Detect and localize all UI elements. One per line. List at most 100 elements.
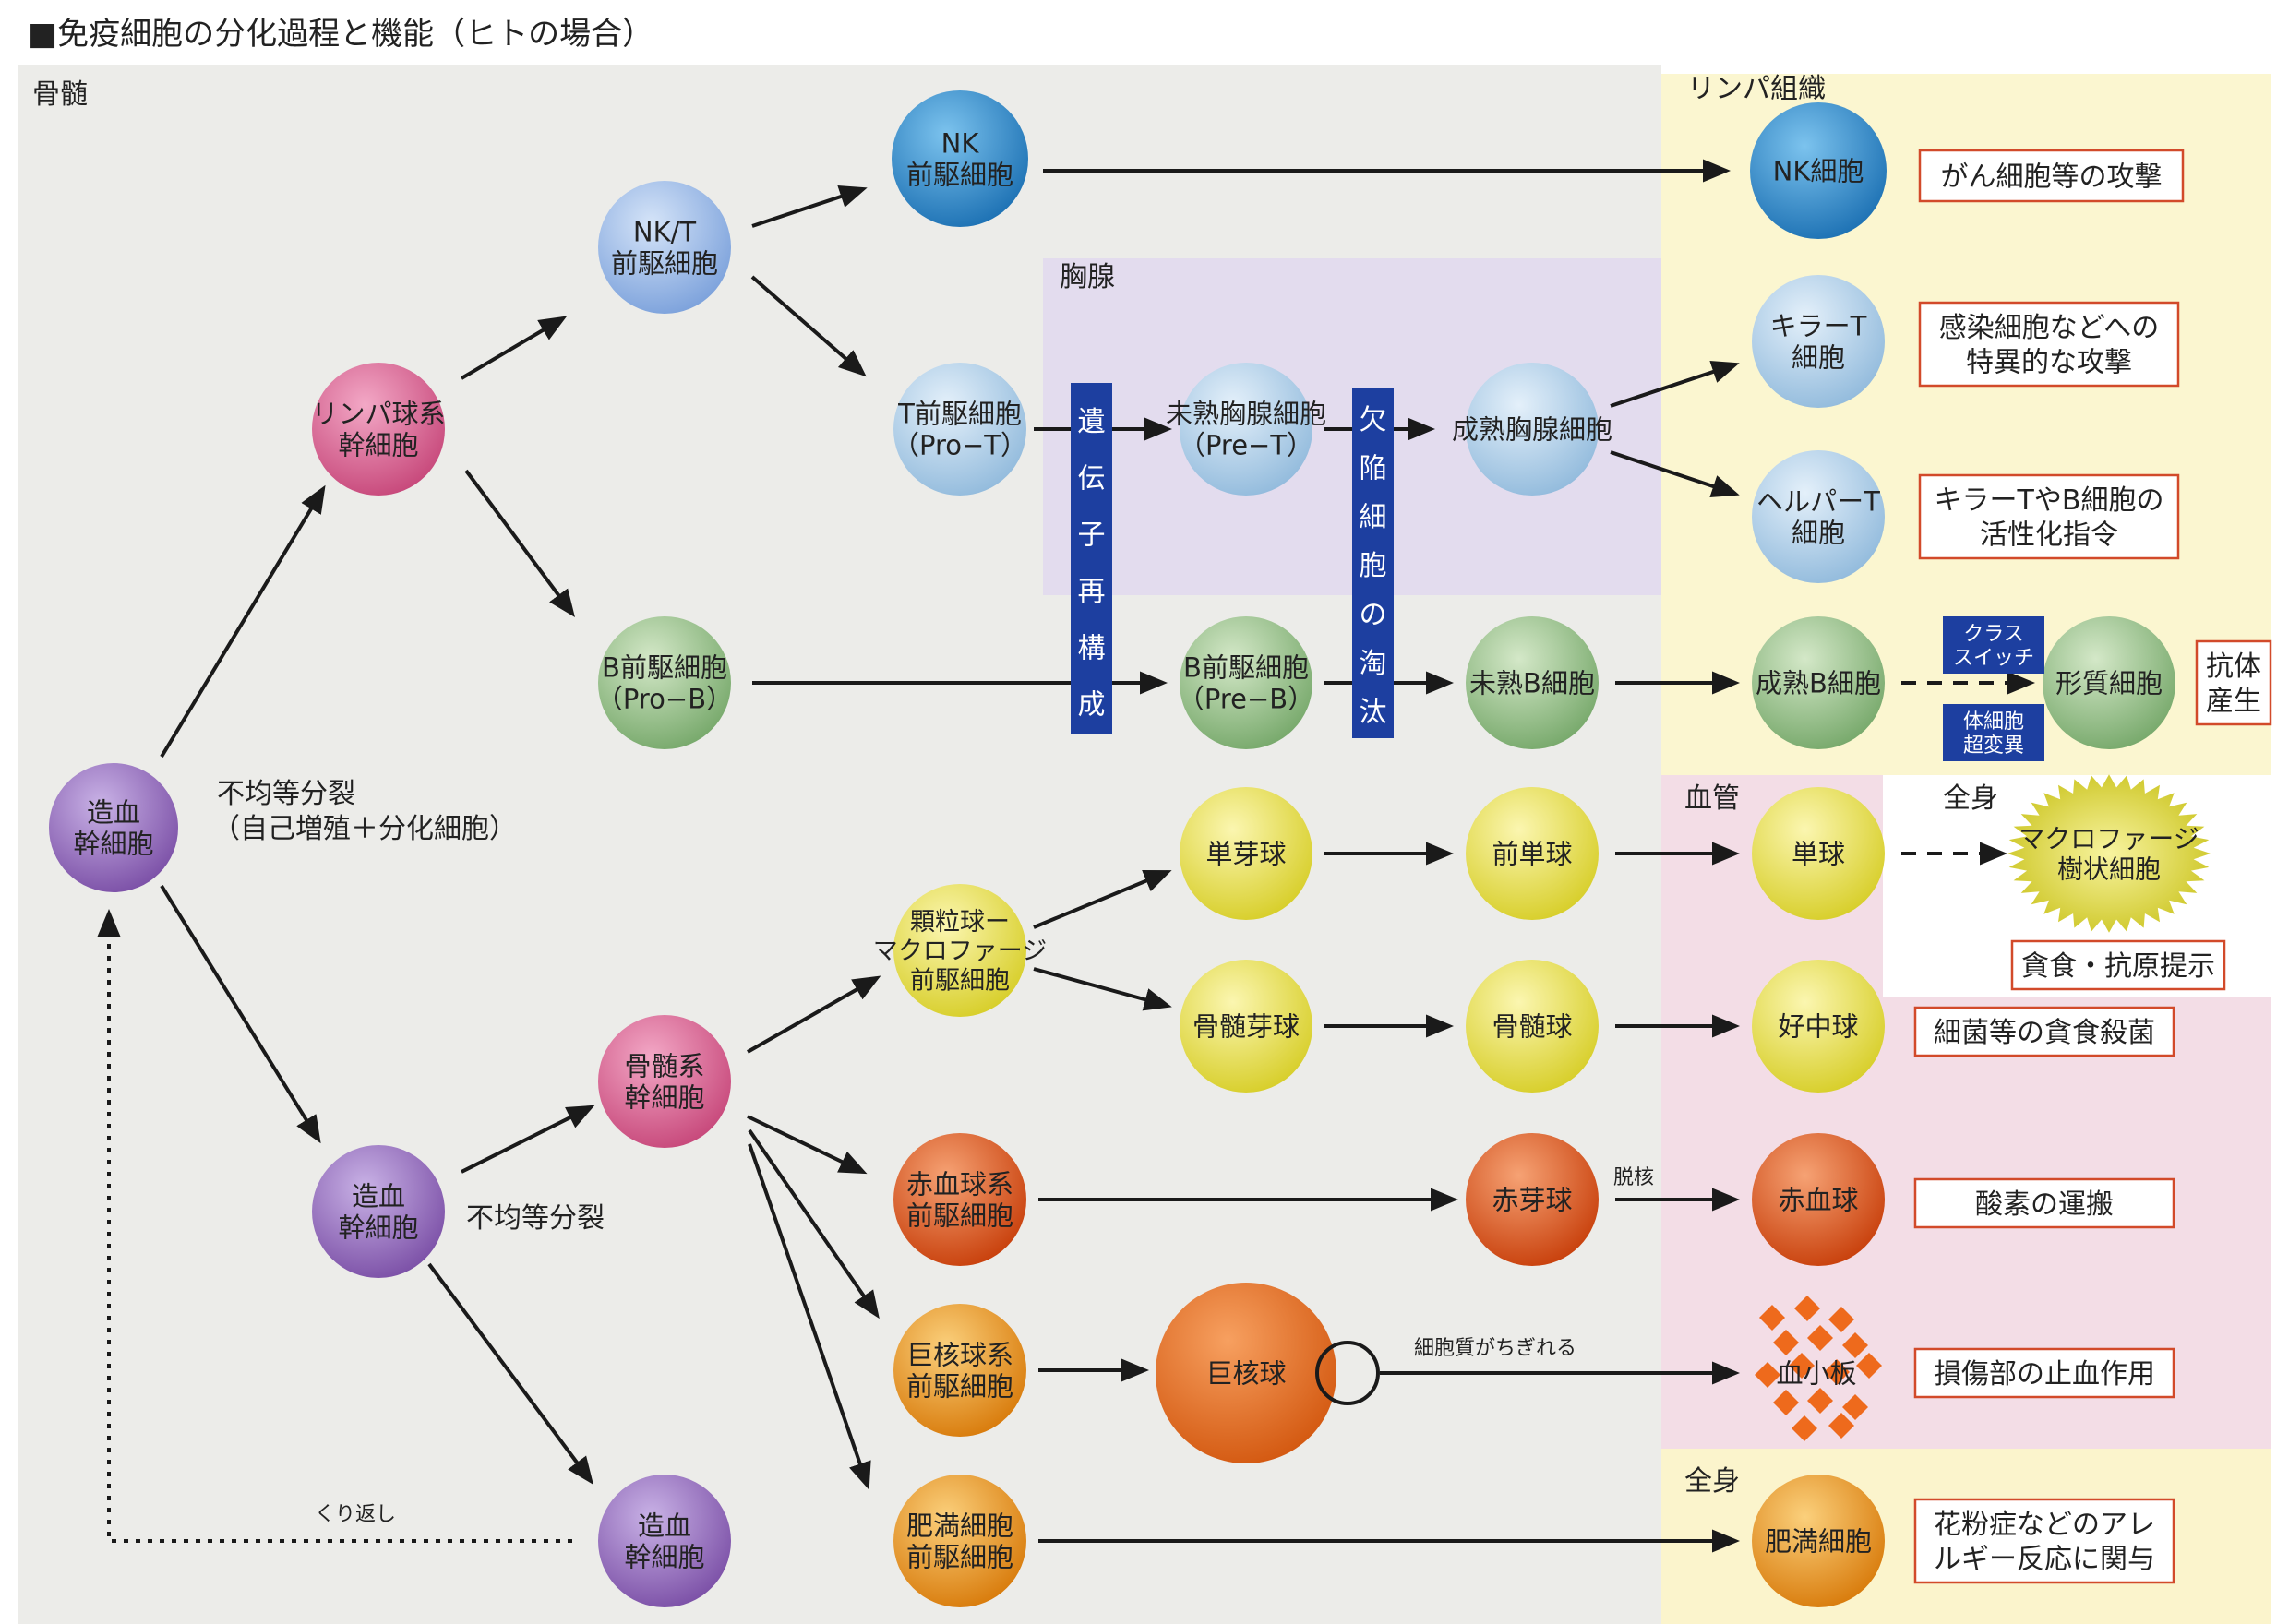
arrow-gm-to-myeloblast	[1033, 967, 1172, 1011]
label-unequal-division: 不均等分裂	[217, 778, 355, 810]
function-mast-text: 花粉症などのアレルギー反応に関与	[1934, 1509, 2155, 1576]
cell-label-hsc3: 造血幹細胞	[624, 1510, 704, 1572]
defective-cell-elimination-bar-char: 欠	[1360, 404, 1387, 436]
defective-cell-elimination-bar-char: 淘	[1360, 648, 1387, 680]
cell-megakaryocyte	[1156, 1283, 1336, 1463]
cell-promonocyte	[1466, 787, 1599, 920]
label-self-renewal: （自己増殖＋分化細胞）	[212, 813, 517, 845]
function-phagocytosis-text: 貪食・抗原提示	[2021, 950, 2215, 983]
gene-rearrangement-bar-char: 構	[1078, 632, 1106, 664]
label-enucleation: 脱核	[1613, 1166, 1654, 1189]
arrow-hsc2-to-myeloid	[461, 1105, 595, 1174]
label-cytoplasm-tears: 細胞質がちぎれる	[1414, 1337, 1576, 1360]
cell-label-b-pre2: B前駆細胞（Pre−B）	[1178, 651, 1314, 714]
cell-label-immature-b: 未熟B細胞	[1469, 667, 1595, 699]
gene-rearrangement-bar-char: 再	[1078, 576, 1106, 608]
cell-label-mature-b: 成熟B細胞	[1756, 667, 1881, 699]
connection-layer	[97, 159, 2035, 1553]
cell-label-mast-pre: 肥満細胞前駆細胞	[906, 1510, 1013, 1572]
cell-label-rbc: 赤血球	[1778, 1184, 1858, 1215]
cell-monocyte	[1752, 787, 1885, 920]
region-label-lymph-tissue: リンパ組織	[1687, 73, 1826, 105]
cell-label-mk-pre: 巨核球系前駆細胞	[906, 1339, 1013, 1402]
cell-ery-pre	[893, 1133, 1026, 1266]
cell-macrophage	[2007, 774, 2211, 933]
function-platelet-text: 損傷部の止血作用	[1934, 1358, 2155, 1391]
cytoplasm-fragment-circle	[1315, 1341, 1380, 1405]
cell-label-megakaryocyte: 巨核球	[1205, 1357, 1286, 1389]
label-layer: 遺伝子再構成欠陥細胞の淘汰クラススイッチ体細胞超変異がん細胞等の攻撃感染細胞など…	[28, 16, 2272, 1584]
cell-label-hsc2: 造血幹細胞	[338, 1180, 418, 1243]
cell-label-myelocyte: 骨髄球	[1492, 1010, 1572, 1042]
region-label-thymus: 胸腺	[1060, 261, 1115, 293]
cell-label-nk-cell: NK細胞	[1773, 155, 1864, 186]
cell-nk-cell	[1750, 102, 1887, 239]
somatic-hypermutation-box	[1943, 704, 2044, 761]
label-unequal-division-2: 不均等分裂	[466, 1202, 605, 1235]
cell-mk-pre	[893, 1304, 1026, 1437]
function-antibody	[2195, 639, 2272, 726]
cell-neutrophil	[1752, 960, 1885, 1093]
cell-rbc	[1752, 1133, 1885, 1266]
cell-label-b-pre1: B前駆細胞（Pro−B）	[596, 651, 733, 714]
cell-label-mature-thymo: 成熟胸腺細胞	[1452, 413, 1612, 445]
somatic-hypermutation-box-text: 体細胞超変異	[1963, 710, 2024, 758]
arrow-nkt-to-nk	[751, 185, 868, 228]
arrow-myeloid-to-ery	[747, 1115, 868, 1175]
cell-mature-b	[1752, 616, 1885, 749]
function-killer	[1918, 301, 2180, 388]
function-killer-text: 感染細胞などへの特異的な攻撃	[1939, 312, 2160, 379]
cell-immature-thymo	[1180, 363, 1312, 496]
cell-myelocyte	[1466, 960, 1599, 1093]
function-helper-text: キラーTやB細胞の活性化指令	[1935, 484, 2164, 552]
function-nk	[1918, 149, 2185, 203]
region-label-blood-vessel: 血管	[1684, 782, 1740, 815]
cell-label-macrophage: マクロファージ樹状細胞	[2019, 824, 2199, 885]
cell-lymph-stem	[312, 363, 445, 496]
function-nk-text: がん細胞等の攻撃	[1941, 161, 2163, 193]
function-helper	[1918, 473, 2180, 560]
defective-cell-elimination-bar-char: 汰	[1360, 697, 1387, 729]
cell-myeloid-stem	[598, 1015, 731, 1148]
cell-myeloblast	[1180, 960, 1312, 1093]
defective-cell-elimination-bar-char: 細	[1360, 501, 1387, 533]
cell-mast-pre	[893, 1475, 1026, 1607]
cell-erythroblast	[1466, 1133, 1599, 1266]
page-title: ■免疫細胞の分化過程と機能（ヒトの場合）	[28, 16, 653, 53]
region-label-bone-marrow: 骨髄	[32, 78, 88, 111]
cell-monoblast	[1180, 787, 1312, 920]
arrow-mature-to-killer	[1610, 361, 1740, 408]
cell-helper-t	[1752, 450, 1885, 583]
function-antibody-text: 抗体産生	[2206, 651, 2261, 718]
region-label-whole-body-lower: 全身	[1684, 1465, 1740, 1498]
cell-nk-pre	[892, 90, 1028, 227]
defective-cell-elimination-bar	[1352, 388, 1394, 738]
cell-nkt-pre	[598, 181, 731, 314]
arrow-hsc1-to-lymph	[160, 484, 326, 758]
region-label-whole-body: 全身	[1943, 782, 1998, 815]
cell-label-neutrophil: 好中球	[1778, 1010, 1858, 1042]
defective-cell-elimination-bar-char: 陥	[1360, 453, 1387, 485]
cell-label-platelet: 血小板	[1776, 1357, 1856, 1389]
cell-label-lymph-stem: リンパ球系幹細胞	[311, 398, 445, 460]
gene-rearrangement-bar-char: 子	[1078, 519, 1106, 552]
cell-label-hsc1: 造血幹細胞	[73, 796, 153, 859]
arrow-myeloid-to-mast	[748, 1143, 871, 1490]
cell-hsc3	[598, 1475, 731, 1607]
arrow-myeloid-to-gm	[747, 975, 881, 1054]
cell-hsc2	[312, 1145, 445, 1278]
cell-label-t-pre: T前駆細胞（Pro−T）	[893, 398, 1027, 460]
class-switch-box-text: クラススイッチ	[1953, 623, 2034, 670]
arrow-nkt-to-tpre	[750, 275, 867, 377]
cell-gm-pre	[893, 884, 1026, 1017]
cell-label-ery-pre: 赤血球系前駆細胞	[906, 1168, 1013, 1231]
gene-rearrangement-bar-char: 伝	[1078, 462, 1106, 495]
label-repeat: くり返し	[315, 1503, 396, 1526]
cell-plasma	[2043, 616, 2175, 749]
arrow-hsc1-to-hsc2	[160, 884, 321, 1144]
